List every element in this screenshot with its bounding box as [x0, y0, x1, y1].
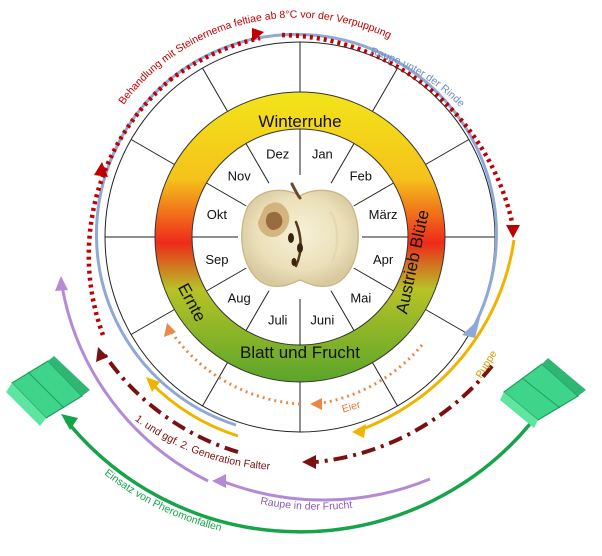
- month-label: Juli: [268, 313, 288, 328]
- outer-spoke: [130, 309, 175, 335]
- larva-bark-arrowhead: [462, 318, 480, 338]
- month-spoke: [330, 290, 355, 331]
- month-spoke: [330, 143, 355, 184]
- season-label-winter: Winterruhe: [258, 112, 341, 131]
- outer-spoke: [202, 67, 228, 112]
- larva-fruit-arc-left: [60, 285, 209, 483]
- treatment-arc-right: [281, 32, 515, 223]
- pheromone-arc: [64, 418, 532, 534]
- outer-spoke: [372, 362, 398, 407]
- month-label: Feb: [350, 169, 372, 184]
- month-label: Mai: [350, 290, 371, 305]
- larva-fruit-arrowhead-bottom: [212, 474, 226, 488]
- eggs-label: Eier: [341, 399, 363, 416]
- treatment-arc-left: [86, 78, 172, 336]
- moth-arc-left: [102, 352, 239, 454]
- treatment-arrowhead-right: [506, 225, 520, 238]
- eggs-arc-right: [315, 344, 424, 406]
- larva-fruit-arc-bottom: [221, 477, 431, 502]
- month-label: Apr: [373, 252, 394, 267]
- pheromone-trap-left: [6, 356, 90, 426]
- treatment-arrowhead-top: [252, 28, 264, 42]
- month-spoke: [206, 267, 247, 292]
- month-spoke: [353, 267, 394, 292]
- larva-fruit-arrowhead-left: [55, 276, 68, 291]
- pupa-arc: [359, 239, 516, 432]
- moth-arrowhead-left: [96, 347, 108, 362]
- larva-fruit-label: Raupe in der Frucht: [259, 495, 352, 513]
- month-label: Jan: [312, 146, 333, 161]
- eggs-arrowhead-right: [310, 398, 322, 410]
- outer-spoke: [372, 67, 398, 112]
- pupa-label: Puppe: [473, 348, 499, 380]
- month-spoke: [206, 182, 247, 207]
- larva-bark-arc: [95, 32, 498, 427]
- month-label: Dez: [266, 146, 289, 161]
- outer-spoke: [425, 309, 470, 335]
- month-label: Sep: [205, 252, 228, 267]
- eggs-arrowhead-left: [164, 323, 176, 337]
- moth-arrowhead-right: [302, 455, 316, 469]
- pheromone-arrowhead: [61, 414, 78, 430]
- pupa-arrowhead-left: [146, 377, 160, 392]
- month-spoke: [245, 143, 270, 184]
- eggs-arc-left: [168, 329, 301, 406]
- month-spoke: [245, 290, 270, 331]
- outer-spoke: [425, 139, 470, 165]
- month-label: Okt: [207, 207, 228, 222]
- pheromone-trap-right: [500, 358, 586, 428]
- month-spoke: [353, 182, 394, 207]
- month-label: Juni: [310, 313, 334, 328]
- outer-ring-dividers: [105, 42, 495, 432]
- moth-arc-right: [315, 364, 494, 464]
- month-dividers: [192, 129, 408, 345]
- treatment-arrowhead-left: [94, 162, 108, 177]
- month-label: Nov: [228, 169, 252, 184]
- pupa-arc-left: [148, 380, 239, 438]
- apple-cross-section: [241, 182, 359, 287]
- month-label: Aug: [228, 290, 251, 305]
- outer-spoke: [130, 139, 175, 165]
- pupa-arrowhead: [352, 424, 366, 438]
- outer-spoke: [202, 362, 228, 407]
- season-label-summer: Blatt und Frucht: [240, 343, 360, 362]
- treatment-arc-top-left: [168, 35, 261, 82]
- month-label: März: [369, 207, 398, 222]
